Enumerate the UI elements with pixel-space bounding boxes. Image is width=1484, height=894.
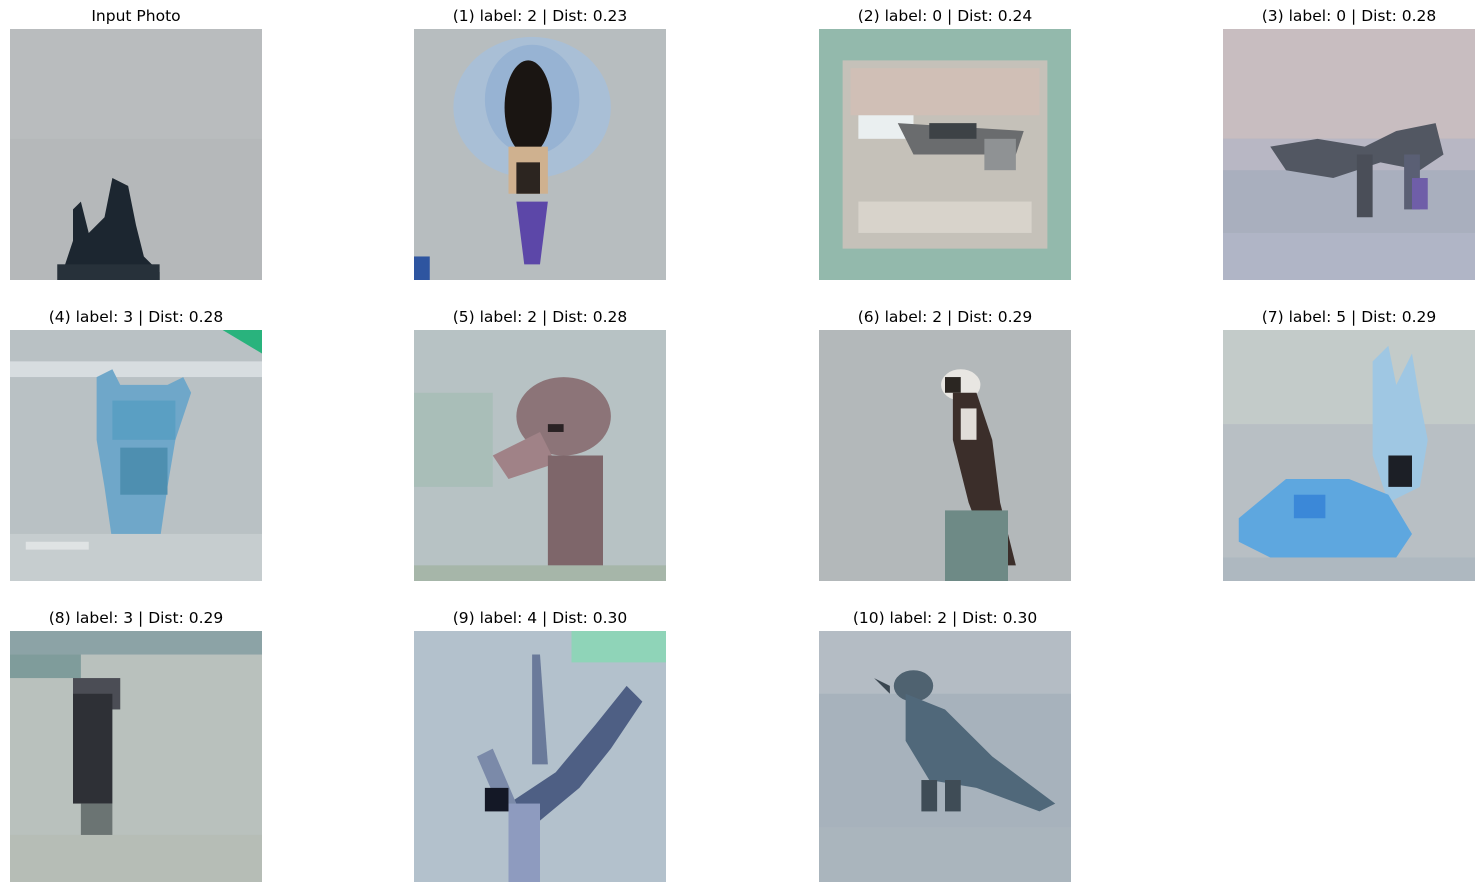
result-9-image — [414, 631, 666, 882]
result-7-image — [1223, 330, 1475, 581]
panel-title: (9) label: 4 | Dist: 0.30 — [452, 609, 628, 627]
result-5-image — [414, 330, 666, 581]
panel-title: Input Photo — [91, 7, 181, 25]
result-3-image — [1223, 29, 1475, 280]
panel-title: (6) label: 2 | Dist: 0.29 — [857, 308, 1033, 326]
result-4-image — [10, 330, 262, 581]
panel-title: (4) label: 3 | Dist: 0.28 — [48, 308, 224, 326]
result-10-image — [819, 631, 1071, 882]
panel-title: (1) label: 2 | Dist: 0.23 — [452, 7, 628, 25]
input-photo-image — [10, 29, 262, 280]
panel-title: (8) label: 3 | Dist: 0.29 — [48, 609, 224, 627]
result-6-image — [819, 330, 1071, 581]
panel-title: (2) label: 0 | Dist: 0.24 — [857, 7, 1033, 25]
panel-title: (3) label: 0 | Dist: 0.28 — [1261, 7, 1437, 25]
result-1-image — [414, 29, 666, 280]
result-2-image — [819, 29, 1071, 280]
panel-title: (10) label: 2 | Dist: 0.30 — [852, 609, 1038, 627]
result-8-image — [10, 631, 262, 882]
panel-title: (7) label: 5 | Dist: 0.29 — [1261, 308, 1437, 326]
panel-title: (5) label: 2 | Dist: 0.28 — [452, 308, 628, 326]
